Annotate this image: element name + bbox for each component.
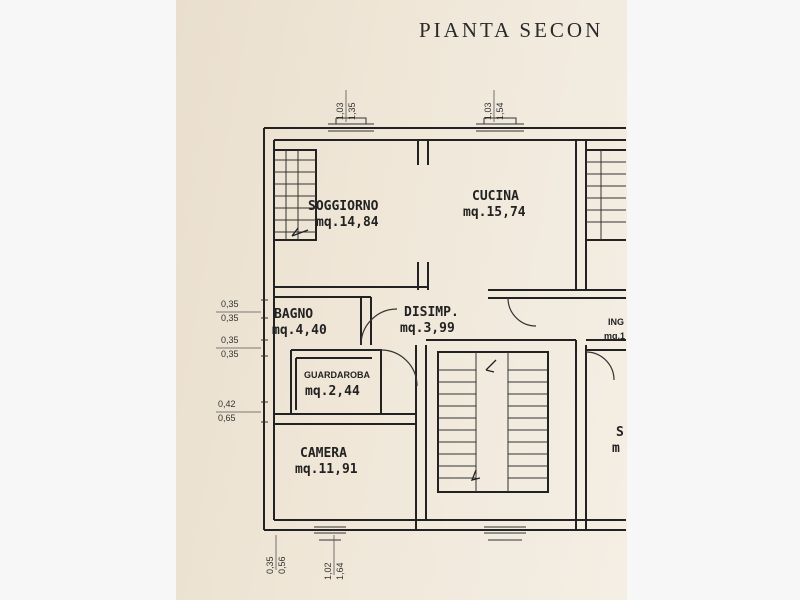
- wall-cucina-bottom: [488, 289, 626, 299]
- dim-left-3-a: 0,42: [218, 399, 236, 409]
- room-name-right-partial: S: [616, 425, 624, 440]
- wall-cucina-right: [575, 140, 587, 290]
- dim-left-3-b: 0,65: [218, 413, 236, 423]
- room-name-soggiorno: SOGGIORNO: [308, 199, 379, 214]
- room-area-soggiorno: mq.14,84: [316, 215, 379, 230]
- window-top-1: [328, 117, 374, 132]
- window-bottom-1: [314, 526, 346, 541]
- dim-top-1-b: 1,35: [347, 102, 357, 120]
- floor-plan-drawing: [216, 90, 626, 575]
- wall-stair-right: [575, 340, 587, 530]
- outer-wall: [263, 127, 626, 531]
- room-area-right-partial: m: [612, 441, 620, 456]
- room-area-guardaroba: mq.2,44: [305, 384, 360, 399]
- room-name-disimp: DISIMP.: [404, 305, 459, 320]
- wall-soggiorno-bottom: [274, 286, 428, 298]
- dim-bottom-2-a: 1,02: [323, 562, 333, 580]
- stair-treads-left: [274, 150, 316, 240]
- stair-arrow-center: [470, 359, 497, 481]
- room-name-guardaroba: GUARDAROBA: [304, 370, 370, 380]
- room-name-camera: CAMERA: [300, 446, 347, 461]
- room-name-cucina: CUCINA: [472, 189, 519, 204]
- dim-top-2-b: 1,54: [495, 102, 505, 120]
- door-arc-cucina: [507, 297, 537, 327]
- stair-left: [274, 149, 317, 241]
- room-area-disimp: mq.3,99: [400, 321, 455, 336]
- wall-guardaroba: [290, 349, 382, 415]
- plan-title: PIANTA SECON: [419, 18, 604, 42]
- outer-wall-inner: [273, 139, 626, 521]
- wall-soggiorno-cucina: [417, 140, 429, 290]
- stair-arrow-left: [291, 227, 309, 237]
- window-left-1: [261, 299, 268, 319]
- photo-margin-right: [627, 0, 800, 600]
- stair-treads-right: [586, 150, 626, 240]
- stair-box: [426, 339, 576, 493]
- room-area-camera: mq.11,91: [295, 462, 358, 477]
- wall-bagno-right: [360, 297, 372, 345]
- window-left-3: [261, 401, 268, 423]
- window-left-2: [261, 339, 268, 357]
- dim-top-1-a: 1,03: [335, 102, 345, 120]
- dim-bottom-1-b: 0,56: [277, 556, 287, 574]
- room-area-bagno: mq.4,40: [272, 323, 327, 338]
- door-arc-guardaroba: [380, 349, 418, 387]
- dim-left-2-a: 0,35: [221, 335, 239, 345]
- room-area-ingresso-partial: mq.1: [604, 331, 626, 341]
- door-arc-bagno: [360, 308, 398, 346]
- window-top-2: [476, 117, 524, 132]
- room-name-bagno: BAGNO: [274, 307, 314, 322]
- stair-treads-center: [438, 352, 548, 492]
- room-area-cucina: mq.15,74: [463, 205, 526, 220]
- wall-disimp: [415, 345, 427, 530]
- wall-camera-top: [274, 413, 416, 425]
- floor-plan-sheet: PIANTA SECON SOGGIORNO mq.14,84 CUCINA m…: [176, 0, 627, 600]
- dim-left-2-b: 0,35: [221, 349, 239, 359]
- dim-bottom-2-b: 1,64: [335, 562, 345, 580]
- wall-right-partial: [586, 339, 626, 351]
- dim-top-2-a: 1,03: [483, 102, 493, 120]
- dim-left-1-a: 0,35: [221, 299, 239, 309]
- photo-margin-left: [0, 0, 176, 600]
- room-name-ingresso-partial: ING: [608, 317, 625, 327]
- dim-left-1-b: 0,35: [221, 313, 239, 323]
- window-bottom-2: [484, 526, 526, 541]
- dim-bottom-1-a: 0,35: [265, 556, 275, 574]
- stair-right: [586, 149, 626, 241]
- door-arc-right: [585, 351, 615, 381]
